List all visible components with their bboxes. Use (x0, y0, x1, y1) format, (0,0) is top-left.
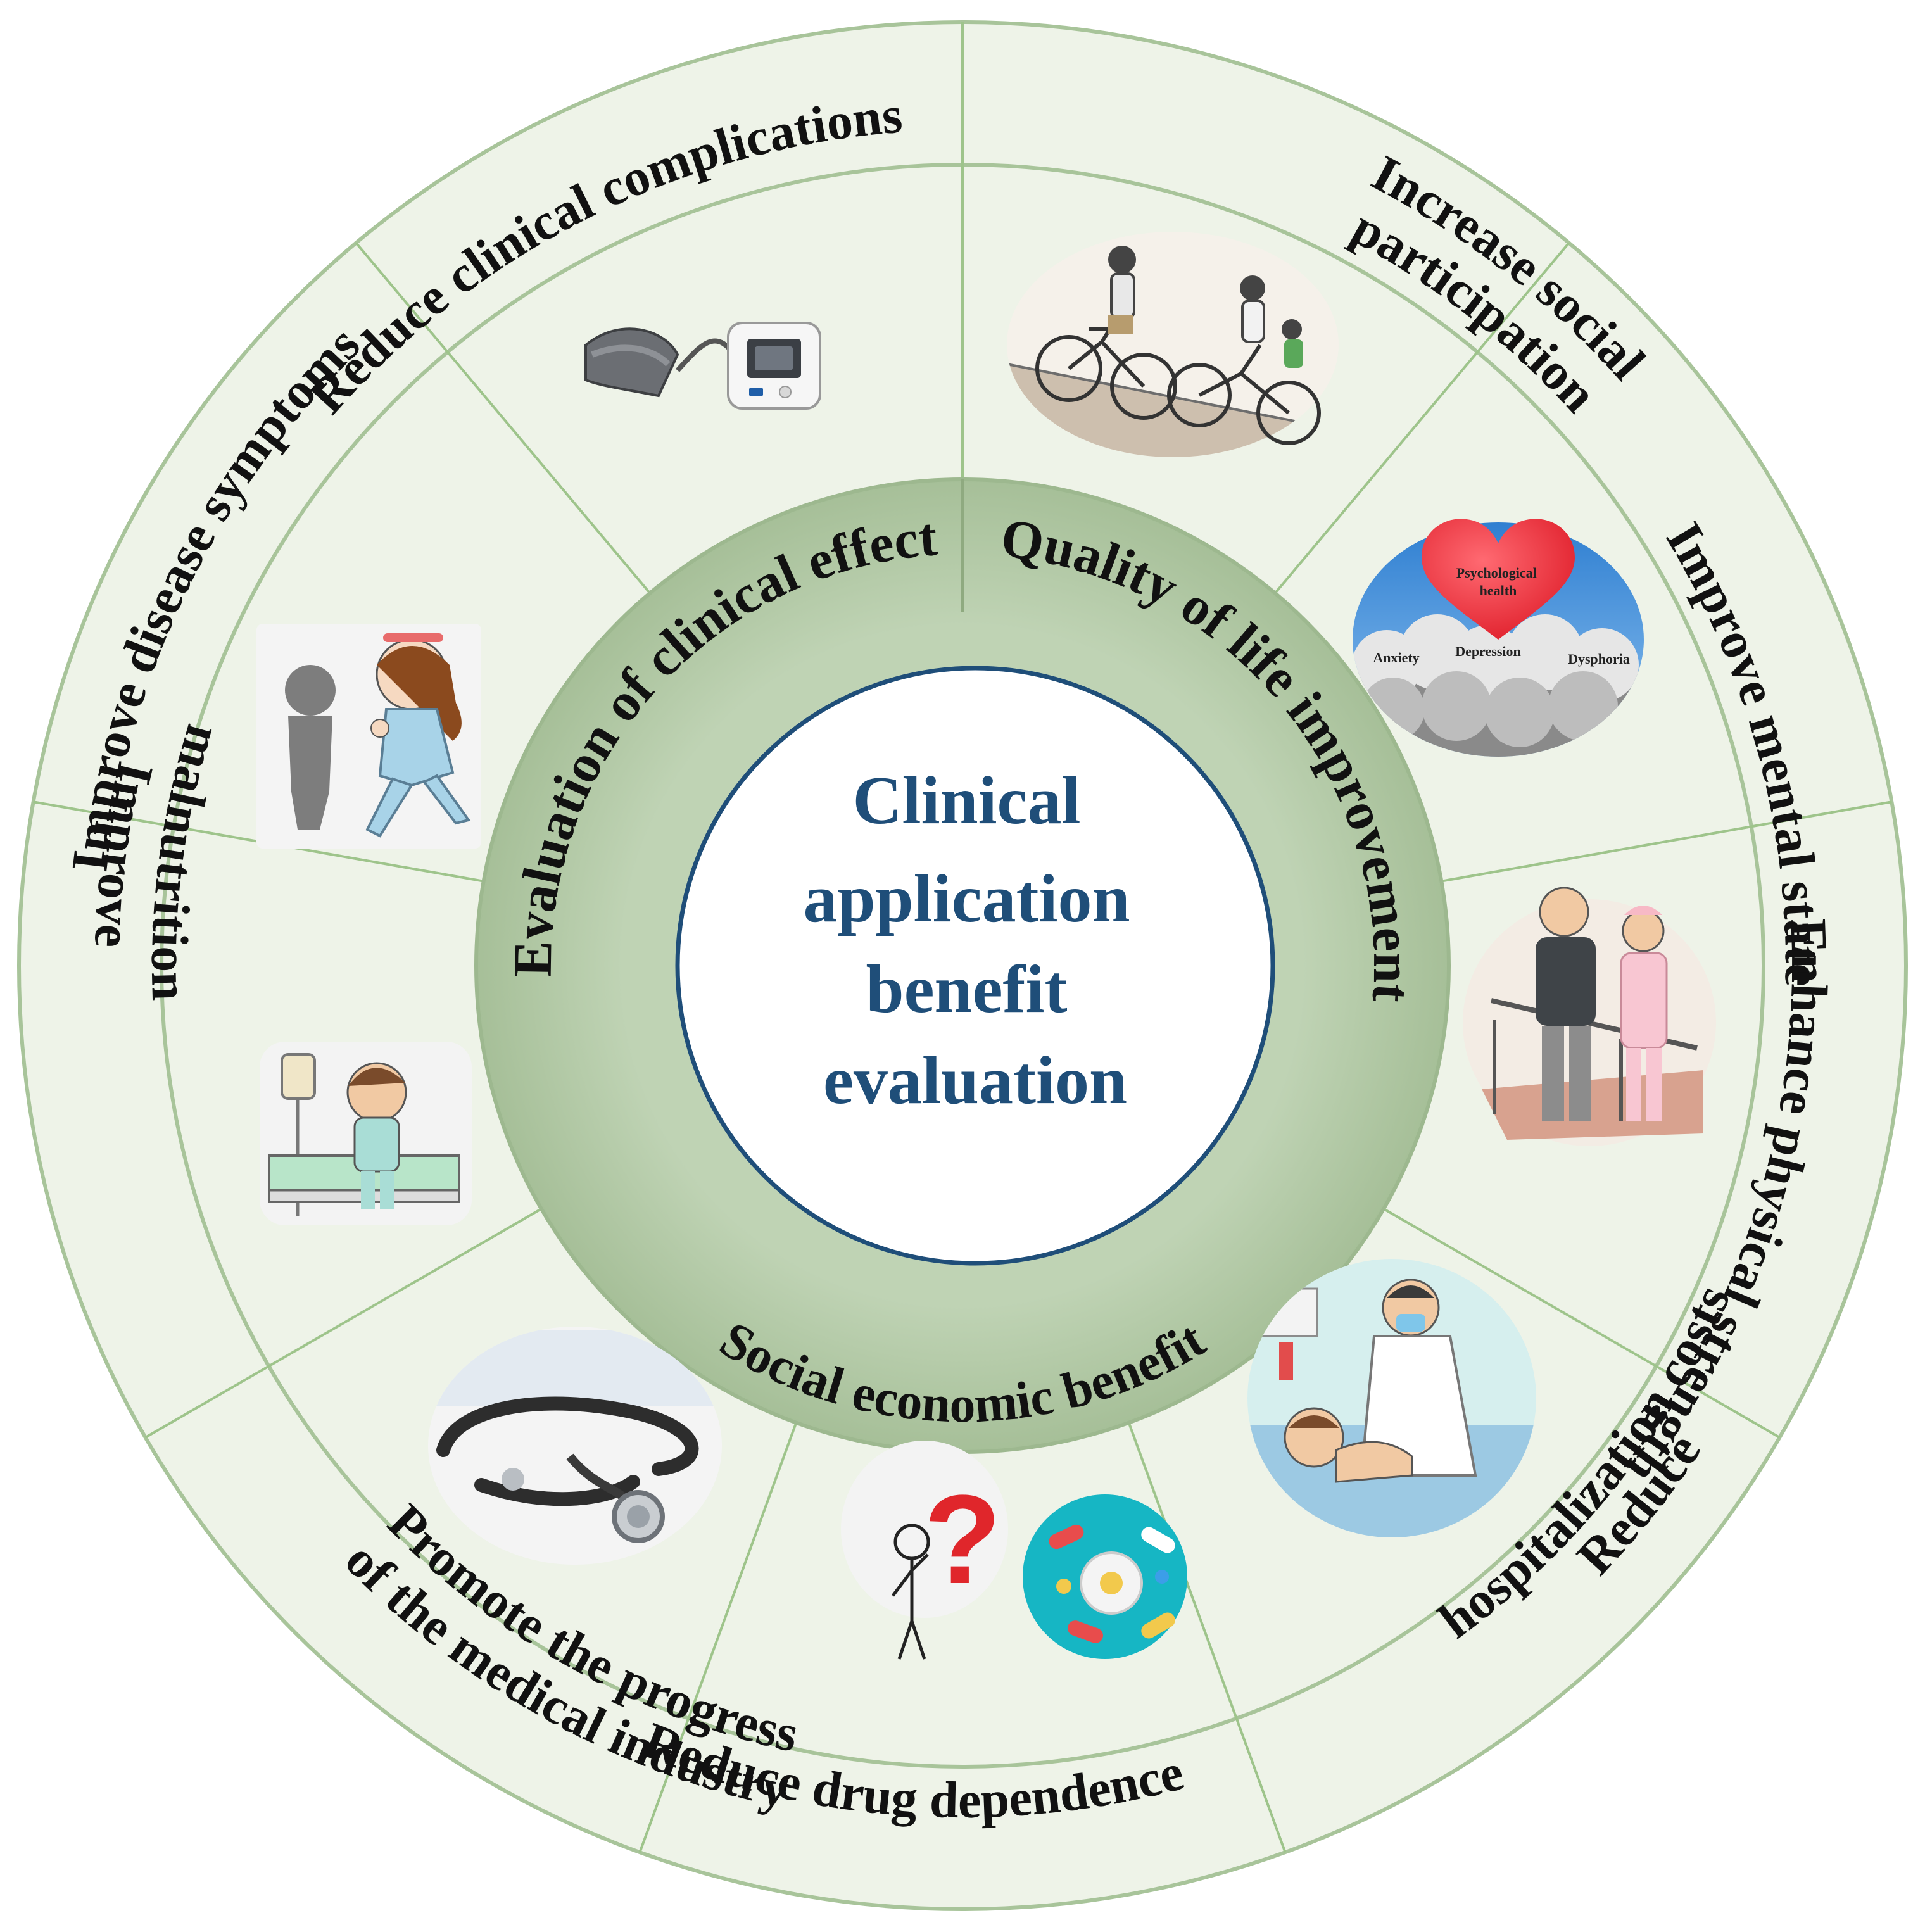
svg-text:Psychological health: Psychological health (1456, 565, 1541, 598)
center-disc (675, 666, 1275, 1266)
sector-divider-line (1128, 1423, 1287, 1853)
stethoscope-icon (428, 1327, 722, 1565)
psychological-health-heart-icon: Psychological health Anxiety Depression … (1353, 519, 1644, 757)
sector-divider-line (1442, 800, 1892, 883)
blood-pressure-monitor-icon (584, 322, 821, 410)
sector-dividers (33, 22, 1892, 1853)
center-title-line: benefit (866, 952, 1068, 1027)
center-title-line: Clinical (852, 763, 1080, 838)
center-title-line: evaluation (823, 1043, 1127, 1118)
sector-divider-line (144, 1208, 541, 1439)
center-title-line: application (803, 861, 1130, 937)
cloud-label-depression: Depression (1455, 643, 1521, 659)
cloud-label-anxiety: Anxiety (1373, 650, 1419, 666)
sick-boy-iv-drip-icon (260, 1042, 472, 1225)
sector-divider-line (1275, 242, 1570, 593)
sector-divider-line (355, 242, 650, 593)
elderly-rehab-with-nurse-icon (1463, 887, 1716, 1146)
center-title: Clinical application benefit evaluation (803, 763, 1147, 1118)
sector-divider-line (1384, 1208, 1781, 1439)
heart-title-line: health (1480, 583, 1517, 598)
sector-divider-line (638, 1423, 797, 1853)
svg-text:?: ? (924, 1469, 1001, 1610)
pills-and-question-icon: ? (841, 1441, 1187, 1660)
heart-title-line: Psychological (1456, 565, 1537, 581)
cloud-label-dysphoria: Dysphoria (1568, 651, 1630, 667)
family-cycling-icon (1007, 232, 1339, 457)
walking-patient-girl-icon (256, 624, 481, 849)
